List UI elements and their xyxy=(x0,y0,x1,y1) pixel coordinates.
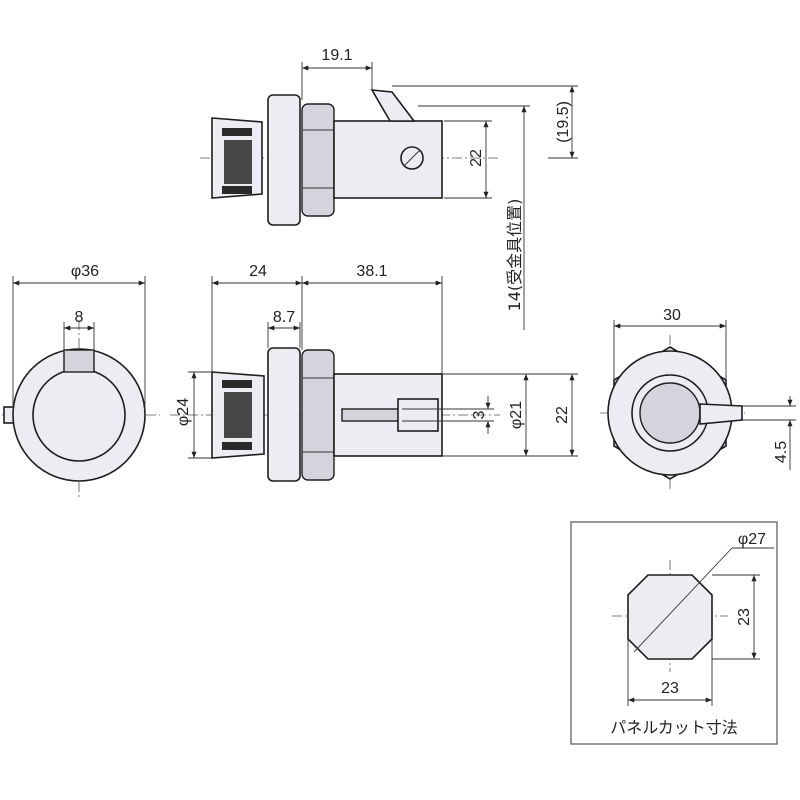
side-knurl-1 xyxy=(222,380,252,388)
panel-cut-shape xyxy=(627,574,713,660)
top-nut xyxy=(301,103,335,217)
side-cam xyxy=(397,398,439,432)
dim-rear-width: 30 xyxy=(663,307,681,324)
top-knurl-1 xyxy=(222,128,252,136)
side-nut xyxy=(301,349,335,481)
dim-top-height: 22 xyxy=(468,149,485,167)
front-inner-face xyxy=(32,368,126,462)
side-view: 24 38.1 8.7 φ24 3 φ21 22 xyxy=(170,263,578,482)
top-cam xyxy=(370,89,416,122)
dim-side-pin: 3 xyxy=(471,410,488,419)
rear-face xyxy=(639,382,701,444)
dim-side-body: 38.1 xyxy=(356,263,387,280)
dim-cut-width: 23 xyxy=(661,680,679,697)
rear-view: 30 4.5 xyxy=(600,307,796,492)
dim-side-height: 22 xyxy=(554,406,571,424)
rear-cam-tab xyxy=(699,403,743,425)
top-knurl-2 xyxy=(224,140,252,184)
front-view: φ36 8 xyxy=(2,263,160,500)
panel-cut-caption: パネルカット寸法 xyxy=(610,718,738,737)
dim-top-offset: (19.5) xyxy=(555,101,572,143)
dim-front-key: 8 xyxy=(75,309,84,326)
dim-side-dia: φ24 xyxy=(175,398,192,426)
dim-cut-dia: φ27 xyxy=(738,531,766,548)
panel-cut-box: φ27 23 23 パネルカット寸法 xyxy=(570,521,778,745)
front-key-slot xyxy=(63,349,95,373)
dim-top-width: 19.1 xyxy=(321,47,352,64)
dim-side-front: 24 xyxy=(249,263,267,280)
side-knurl-3 xyxy=(222,442,252,450)
dim-front-dia: φ36 xyxy=(71,263,99,280)
dim-side-dia2: φ21 xyxy=(508,401,525,429)
top-knurl-3 xyxy=(222,186,252,194)
top-flange xyxy=(267,94,301,226)
side-flange xyxy=(267,347,301,482)
side-pin xyxy=(341,408,403,422)
dim-side-flange: 8.7 xyxy=(273,309,295,326)
dim-rear-offset: 4.5 xyxy=(773,441,790,463)
top-body xyxy=(333,120,443,199)
dim-cut-height: 23 xyxy=(736,608,753,626)
side-knurl-2 xyxy=(224,392,252,438)
dim-top-note: 14(受金具位置) xyxy=(505,199,524,312)
top-view: 19.1 22 (19.5) 14(受金具位置) xyxy=(200,47,578,330)
